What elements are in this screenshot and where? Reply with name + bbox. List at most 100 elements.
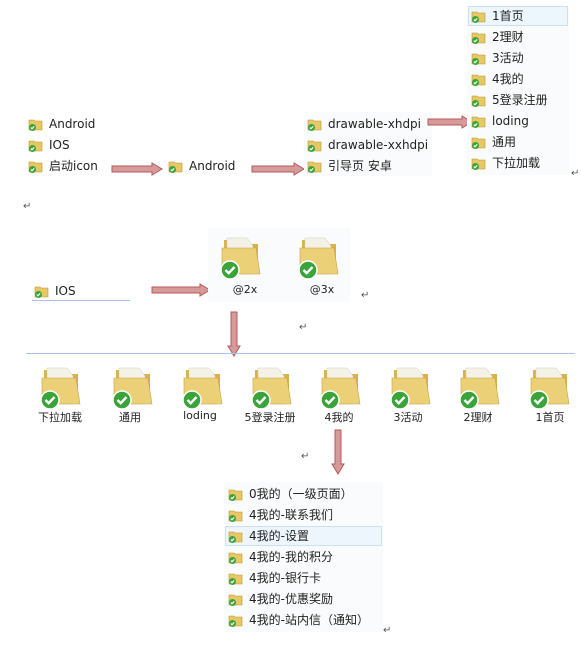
- folder-icon: [459, 367, 500, 410]
- arrow-right-icon: [151, 283, 211, 297]
- folder-label: drawable-xxhdpi: [328, 138, 429, 152]
- paragraph-mark-icon: ↵: [299, 322, 308, 333]
- folder-item-activity[interactable]: 3活动: [469, 48, 524, 68]
- folder-label: 启动icon: [49, 159, 98, 173]
- folder-item-bank-card[interactable]: 4我的-银行卡: [226, 568, 321, 588]
- folder-icon: [471, 32, 486, 44]
- folder-item-loding-2[interactable]: [180, 362, 234, 410]
- folder-icon: [28, 119, 43, 131]
- folder-icon: [529, 367, 570, 410]
- folder-label: 0我的（一级页面）: [249, 487, 353, 501]
- folder-label: 1首页: [492, 9, 524, 23]
- folder-label: 3活动: [492, 51, 524, 65]
- folder-label: loding: [492, 114, 529, 128]
- folder-icon: [390, 367, 431, 410]
- folder-item-guide-android[interactable]: 引导页 安卓: [305, 156, 392, 176]
- folder-icon: [34, 286, 49, 298]
- folder-label: 4我的-设置: [249, 529, 309, 543]
- arrow-down-icon: [227, 311, 241, 357]
- folder-item-home[interactable]: 1首页: [468, 6, 568, 26]
- folder-item-ios-2[interactable]: IOS: [32, 281, 130, 301]
- folder-item-2x[interactable]: [218, 232, 272, 280]
- folder-item-android-2[interactable]: Android: [166, 156, 235, 176]
- folder-item-launch-icon[interactable]: 启动icon: [26, 156, 98, 176]
- folder-label: IOS: [49, 138, 70, 152]
- folder-icon: [228, 531, 243, 543]
- folder-item-ios[interactable]: IOS: [26, 135, 70, 155]
- folder-item-mine-level1[interactable]: 0我的（一级页面）: [226, 484, 353, 504]
- folder-icon: [251, 367, 292, 410]
- folder-label: 4我的-我的积分: [249, 550, 333, 564]
- folder-label: drawable-xhdpi: [328, 117, 422, 131]
- folder-caption: @3x: [309, 283, 335, 296]
- folder-item-mine[interactable]: 4我的: [469, 69, 524, 89]
- folder-label: 4我的-优惠奖励: [249, 592, 333, 606]
- arrow-right-icon: [111, 162, 163, 176]
- folder-icon: [471, 137, 486, 149]
- folder-item-messages[interactable]: 4我的-站内信（通知）: [226, 610, 369, 630]
- folder-label: 2理财: [492, 30, 524, 44]
- paragraph-mark-icon: ↵: [23, 201, 32, 212]
- folder-label: 通用: [492, 135, 517, 149]
- folder-panel: [224, 482, 383, 632]
- folder-icon: [28, 161, 43, 173]
- folder-item-pull-load[interactable]: 下拉加载: [469, 153, 540, 173]
- folder-caption: 5登录注册: [244, 411, 296, 424]
- folder-label: 引导页 安卓: [328, 159, 392, 173]
- folder-icon: [228, 615, 243, 627]
- folder-label: 5登录注册: [492, 93, 548, 107]
- folder-item-common-2[interactable]: [110, 362, 164, 410]
- arrow-right-icon: [251, 162, 305, 176]
- folder-caption: 1首页: [535, 411, 565, 424]
- folder-icon: [168, 161, 183, 173]
- folder-item-drawable-xhdpi[interactable]: drawable-xhdpi: [305, 114, 421, 134]
- folder-icon: [471, 95, 486, 107]
- folder-item-my-points[interactable]: 4我的-我的积分: [226, 547, 333, 567]
- folder-caption: 2理财: [463, 411, 493, 424]
- arrow-down-icon: [331, 429, 345, 475]
- folder-label: 下拉加载: [492, 156, 541, 170]
- folder-caption: loding: [183, 409, 217, 422]
- folder-item-loding[interactable]: loding: [469, 111, 529, 131]
- folder-icon: [471, 11, 486, 23]
- folder-item-android[interactable]: Android: [26, 114, 95, 134]
- folder-item-finance[interactable]: 2理财: [469, 27, 524, 47]
- folder-label: 4我的-联系我们: [249, 508, 333, 522]
- folder-icon: [220, 237, 261, 280]
- folder-item-home-2[interactable]: [527, 362, 581, 410]
- folder-label: Android: [49, 117, 96, 131]
- folder-icon: [307, 161, 322, 173]
- folder-item-drawable-xxhdpi[interactable]: drawable-xxhdpi: [305, 135, 428, 155]
- folder-icon: [471, 53, 486, 65]
- folder-item-mine-2[interactable]: [318, 362, 372, 410]
- paragraph-mark-icon: ↵: [361, 290, 370, 301]
- folder-item-activity-2[interactable]: [388, 362, 442, 410]
- folder-icon: [228, 552, 243, 564]
- folder-icon: [40, 367, 81, 410]
- paragraph-mark-icon: ↵: [571, 168, 580, 179]
- folder-icon: [307, 119, 322, 131]
- folder-item-3x[interactable]: [296, 232, 350, 280]
- folder-item-finance-2[interactable]: [457, 362, 511, 410]
- folder-item-common[interactable]: 通用: [469, 132, 516, 152]
- folder-item-login-register-2[interactable]: [249, 362, 303, 410]
- folder-icon: [307, 140, 322, 152]
- paragraph-mark-icon: ↵: [383, 625, 392, 636]
- folder-item-login-register[interactable]: 5登录注册: [469, 90, 548, 110]
- folder-icon: [471, 158, 486, 170]
- folder-icon: [228, 510, 243, 522]
- folder-icon: [471, 74, 486, 86]
- folder-icon: [228, 573, 243, 585]
- folder-item-settings[interactable]: 4我的-设置: [225, 526, 382, 546]
- folder-item-contact-us[interactable]: 4我的-联系我们: [226, 505, 333, 525]
- folder-caption: 4我的: [324, 411, 354, 424]
- folder-icon: [471, 116, 486, 128]
- folder-panel: [304, 112, 432, 176]
- folder-icon: [228, 489, 243, 501]
- folder-item-rewards[interactable]: 4我的-优惠奖励: [226, 589, 333, 609]
- folder-icon: [182, 367, 223, 410]
- folder-label: IOS: [55, 283, 76, 298]
- folder-item-pull-load-2[interactable]: [38, 362, 92, 410]
- paragraph-mark-icon: ↵: [301, 451, 310, 462]
- folder-caption: 下拉加载: [38, 411, 82, 424]
